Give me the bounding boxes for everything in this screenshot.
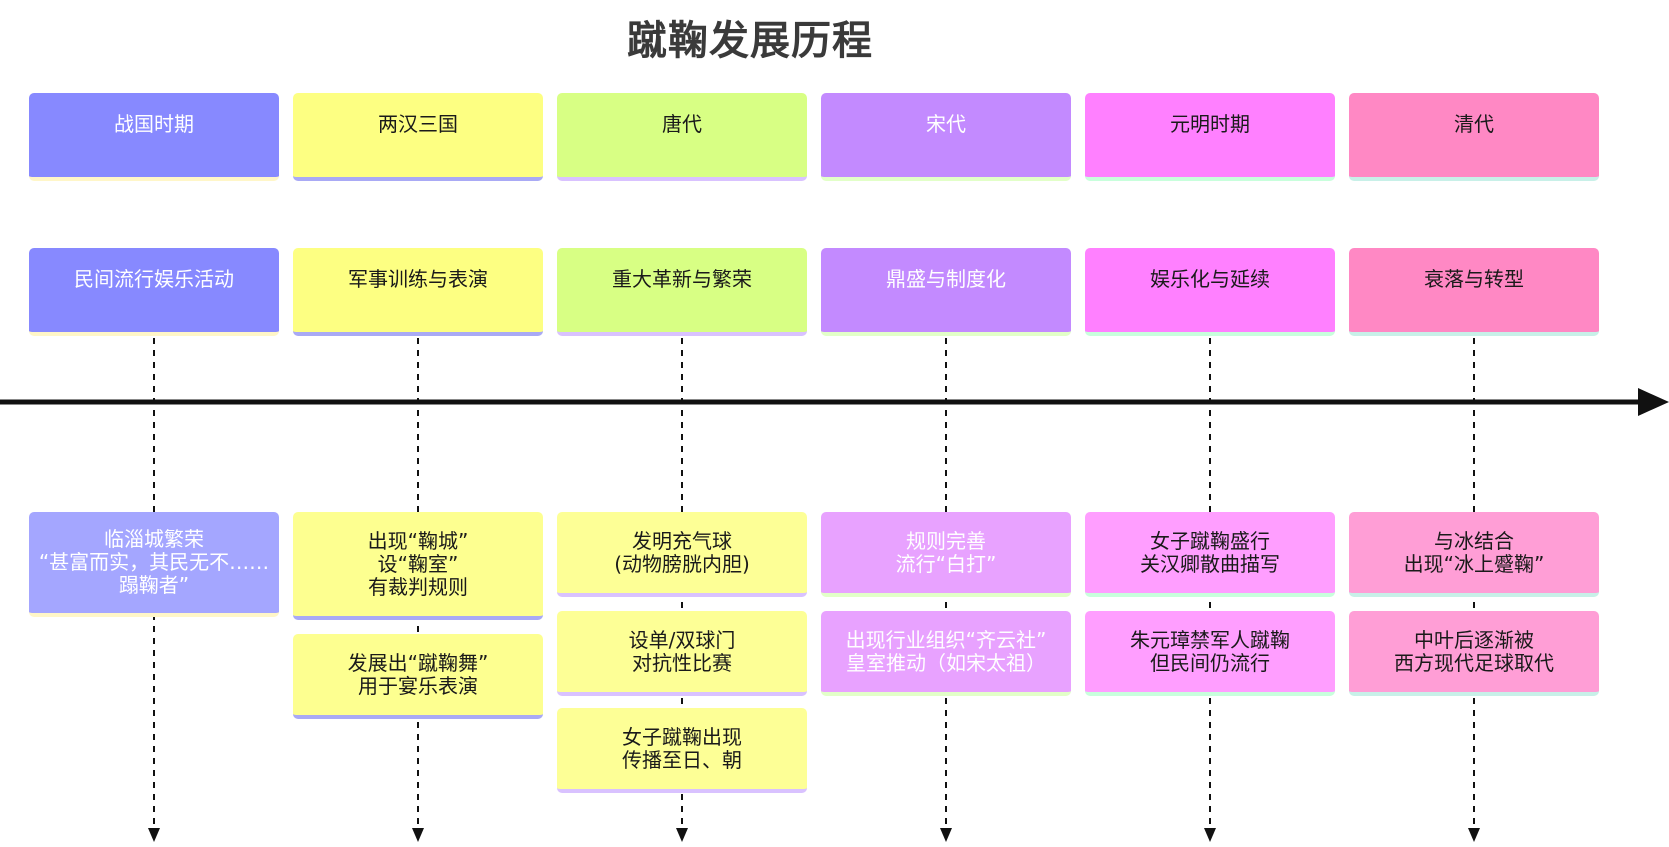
event-box: 中叶后逐渐被 西方现代足球取代 bbox=[1349, 611, 1599, 696]
column-arrowhead bbox=[148, 828, 160, 842]
event-box: 与冰结合 出现“冰上蹙鞠” bbox=[1349, 512, 1599, 597]
stage-box: 重大革新与繁荣 bbox=[557, 248, 807, 336]
period-box: 战国时期 bbox=[29, 93, 279, 181]
stage-box: 鼎盛与制度化 bbox=[821, 248, 1071, 336]
stage-box: 民间流行娱乐活动 bbox=[29, 248, 279, 336]
event-box: 女子蹴鞠出现 传播至日、朝 bbox=[557, 708, 807, 793]
event-box: 出现“鞠城” 设“鞠室” 有裁判规则 bbox=[293, 512, 543, 620]
column-arrowhead bbox=[412, 828, 424, 842]
stage-box: 军事训练与表演 bbox=[293, 248, 543, 336]
event-box: 设单/双球门 对抗性比赛 bbox=[557, 611, 807, 696]
event-box: 规则完善 流行“白打” bbox=[821, 512, 1071, 597]
stage-box: 衰落与转型 bbox=[1349, 248, 1599, 336]
period-box: 唐代 bbox=[557, 93, 807, 181]
event-box: 朱元璋禁军人蹴鞠 但民间仍流行 bbox=[1085, 611, 1335, 696]
event-box: 女子蹴鞠盛行 关汉卿散曲描写 bbox=[1085, 512, 1335, 597]
timeline-arrowhead bbox=[1638, 388, 1669, 416]
period-box: 清代 bbox=[1349, 93, 1599, 181]
period-box: 元明时期 bbox=[1085, 93, 1335, 181]
event-box: 出现行业组织“齐云社” 皇室推动（如宋太祖） bbox=[821, 611, 1071, 696]
column-arrowhead bbox=[676, 828, 688, 842]
period-box: 两汉三国 bbox=[293, 93, 543, 181]
event-box: 临淄城繁荣 “甚富而实，其民无不…… 蹋鞠者” bbox=[29, 512, 279, 617]
column-arrowhead bbox=[1204, 828, 1216, 842]
stage-box: 娱乐化与延续 bbox=[1085, 248, 1335, 336]
period-box: 宋代 bbox=[821, 93, 1071, 181]
column-arrowhead bbox=[940, 828, 952, 842]
column-arrowhead bbox=[1468, 828, 1480, 842]
event-box: 发展出“蹴鞠舞” 用于宴乐表演 bbox=[293, 634, 543, 719]
event-box: 发明充气球 (动物膀胱内胆) bbox=[557, 512, 807, 597]
diagram-title: 蹴鞠发展历程 bbox=[627, 18, 873, 64]
